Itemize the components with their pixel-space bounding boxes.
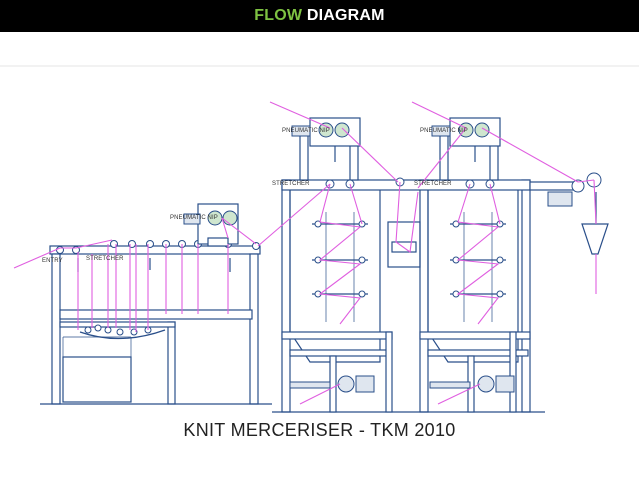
diagram-caption: KNIT MERCERISER - TKM 2010	[183, 420, 456, 440]
pneumatic-nip-left-label: PNEUMATIC NIP	[170, 215, 218, 221]
page-title: FLOW DIAGRAM	[254, 7, 384, 25]
knit-merceriser-diagram: .m { stroke:#2a4f8a; stroke-width:1.2; f…	[0, 32, 639, 480]
mercerising-towers	[272, 117, 609, 413]
title-bar: FLOW DIAGRAM	[0, 0, 639, 32]
stretcher-right-label: STRETCHER	[414, 181, 452, 187]
pneumatic-nip-right-label: PNEUMATIC NIP	[420, 128, 468, 134]
fabric-path	[13, 101, 597, 405]
title-rest: DIAGRAM	[306, 7, 385, 24]
stretcher-unit	[40, 203, 272, 405]
roller-stack-left	[312, 212, 368, 322]
stretcher-middle-label: STRETCHER	[272, 181, 310, 187]
roller-stack-right	[450, 212, 506, 322]
stretcher-left-label: STRETCHER	[86, 256, 124, 262]
machine-drawing: .m { stroke:#2a4f8a; stroke-width:1.2; f…	[0, 65, 639, 413]
entry-label: ENTRY	[42, 258, 63, 264]
title-accent: FLOW	[254, 7, 303, 24]
pneumatic-nip-middle-label: PNEUMATIC NIP	[282, 128, 330, 134]
